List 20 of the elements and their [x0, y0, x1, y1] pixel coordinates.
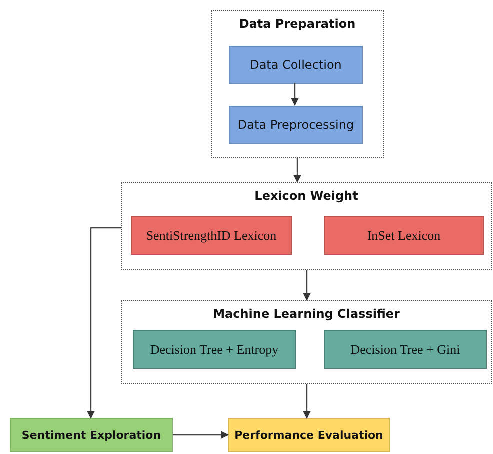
process-box: Data Collection — [229, 46, 363, 84]
group-title: Lexicon Weight — [254, 189, 360, 203]
process-box: SentiStrengthID Lexicon — [131, 216, 292, 255]
arrow — [294, 158, 302, 183]
process-box: Sentiment Exploration — [10, 418, 173, 452]
arrow — [303, 384, 311, 419]
arrow — [303, 270, 311, 301]
process-box: Decision Tree + Entropy — [133, 330, 296, 369]
group-title: Machine Learning Classifier — [212, 307, 401, 321]
arrow — [87, 227, 121, 419]
group-frame — [121, 300, 492, 384]
process-box: Decision Tree + Gini — [324, 330, 487, 369]
group-frame — [121, 182, 492, 270]
arrow — [291, 83, 299, 106]
process-box: InSet Lexicon — [324, 216, 484, 255]
group-frame — [211, 10, 384, 158]
group-title: Data Preparation — [238, 17, 357, 31]
process-box: Data Preprocessing — [229, 106, 363, 144]
arrow — [173, 431, 229, 439]
process-box: Performance Evaluation — [228, 418, 390, 452]
